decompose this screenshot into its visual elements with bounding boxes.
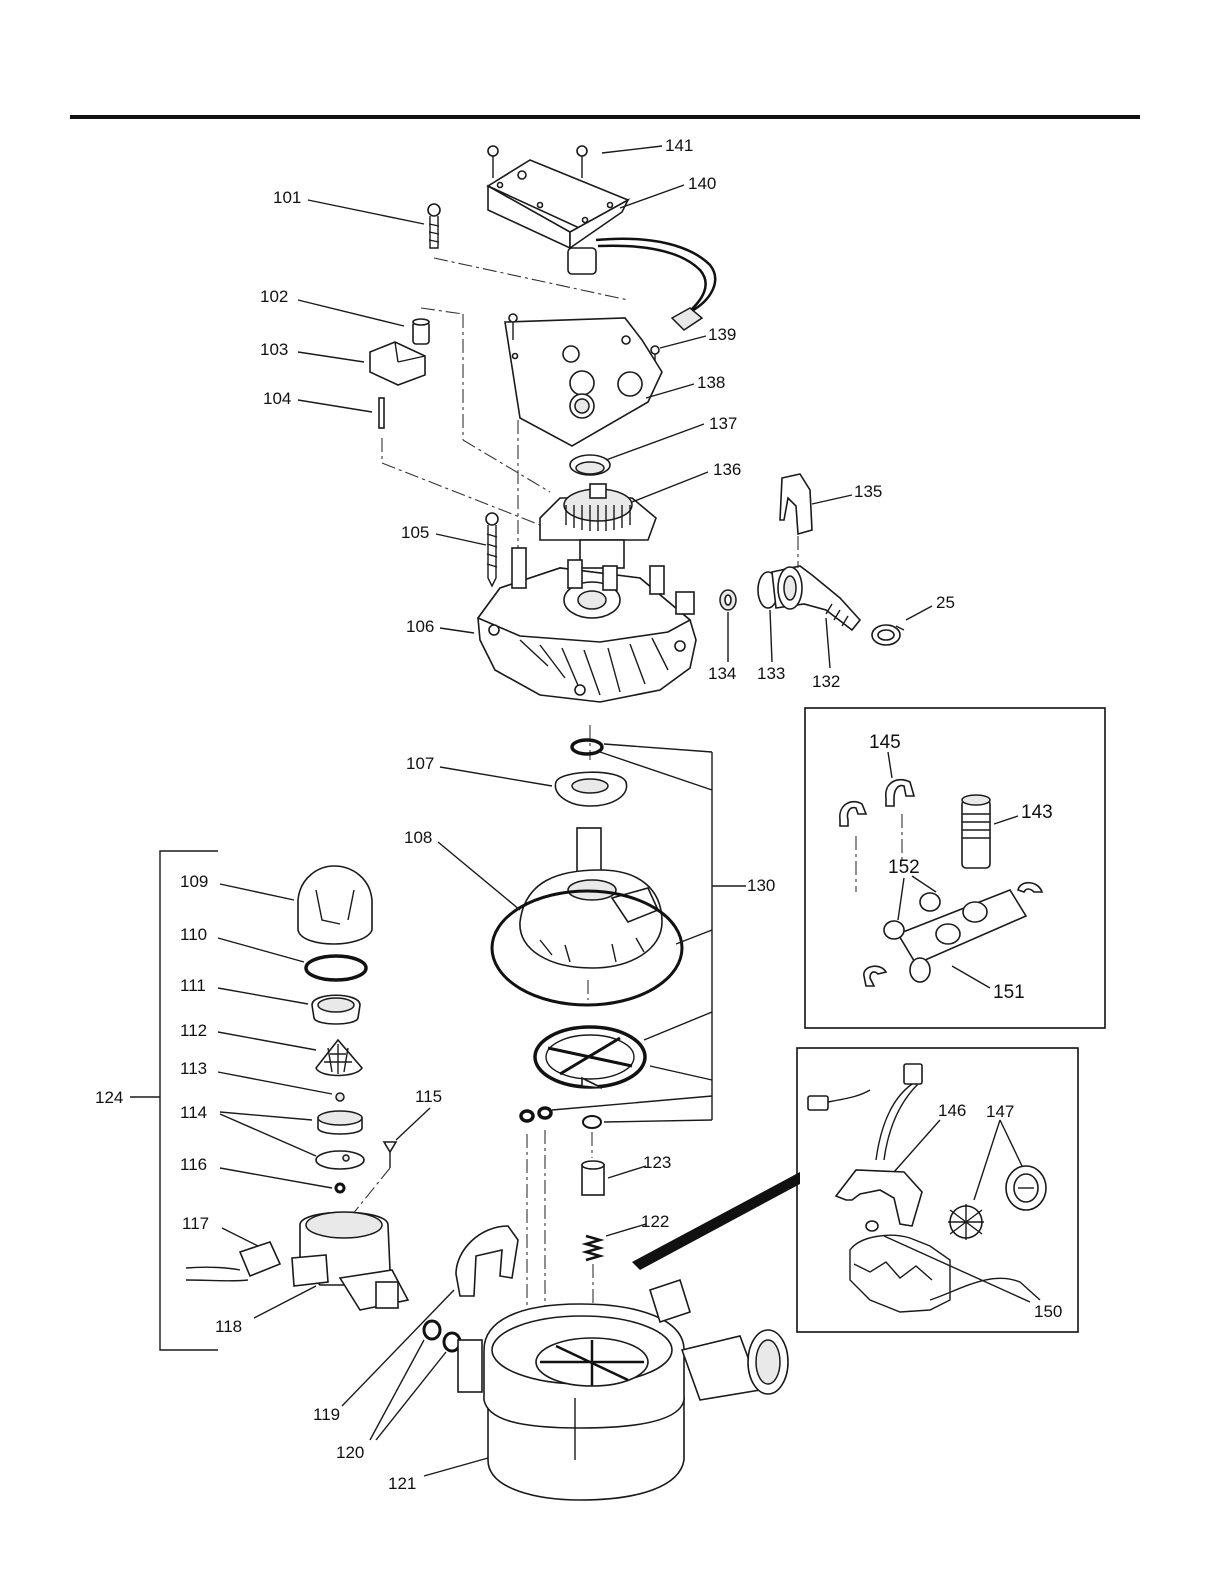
screw-101: [428, 204, 440, 248]
label-143: 143: [1021, 802, 1053, 823]
label-111: 111: [180, 976, 206, 995]
label-147: 147: [986, 1102, 1014, 1121]
label-138: 138: [697, 373, 725, 392]
body-118: [292, 1212, 408, 1310]
label-104: 104: [263, 389, 291, 408]
label-117: 117: [182, 1214, 209, 1233]
label-120: 120: [336, 1443, 364, 1462]
valve-outline-inset: [850, 1235, 1040, 1312]
label-145: 145: [869, 732, 901, 753]
clamp-25: [872, 625, 904, 645]
screw-105: [486, 513, 498, 586]
label-110: 110: [180, 925, 207, 944]
clip-135: [780, 474, 812, 534]
disc-114a: [318, 1111, 362, 1134]
connector-139: [651, 308, 702, 362]
orings-pair: [521, 1108, 551, 1121]
label-102: 102: [260, 287, 288, 306]
label-105: 105: [401, 523, 429, 542]
label-139: 139: [708, 325, 736, 344]
label-133: 133: [757, 664, 785, 683]
label-114: 114: [180, 1103, 207, 1122]
seal-107: [555, 772, 626, 806]
label-135: 135: [854, 482, 882, 501]
ring-111: [312, 995, 360, 1024]
screw-115: [384, 1142, 396, 1168]
label-137: 137: [709, 414, 737, 433]
clip-145b: [886, 780, 914, 806]
bushing-102: [413, 319, 429, 344]
label-115: 115: [415, 1087, 442, 1106]
inset-adapter-kit: [805, 708, 1105, 1028]
cap-109: [298, 866, 372, 944]
oring-top: [572, 740, 602, 754]
washer-116: [336, 1184, 344, 1192]
label-136: 136: [713, 460, 741, 479]
label-113: 113: [180, 1059, 207, 1078]
label-107: 107: [406, 754, 434, 773]
label-109: 109: [180, 872, 208, 891]
label-123: 123: [643, 1153, 671, 1172]
washer-113: [336, 1093, 344, 1101]
pin-104: [379, 398, 384, 428]
screw-141a: [488, 146, 498, 178]
orings-120: [424, 1321, 460, 1351]
label-140: 140: [688, 174, 716, 193]
spring-122: [586, 1236, 600, 1260]
washer-134: [720, 590, 736, 610]
label-152: 152: [888, 857, 920, 878]
plate-138: [505, 318, 662, 446]
label-134: 134: [708, 664, 736, 683]
spacer-123: [582, 1161, 604, 1195]
motor-140: [488, 160, 715, 316]
seal-137: [570, 455, 610, 475]
label-132: 132: [812, 672, 840, 691]
clip-lower-left: [864, 966, 886, 986]
label-118: 118: [215, 1317, 242, 1336]
washer-150: [866, 1221, 878, 1231]
label-116: 116: [180, 1155, 207, 1174]
label-106: 106: [406, 617, 434, 636]
label-146: 146: [938, 1101, 966, 1120]
clip-145a: [840, 802, 866, 826]
label-151: 151: [993, 982, 1025, 1003]
screen-112: [316, 1040, 362, 1076]
label-119: 119: [313, 1405, 340, 1424]
turbine-147b: [1006, 1166, 1046, 1210]
label-101: 101: [273, 188, 301, 207]
oring-single: [583, 1116, 601, 1128]
label-122: 122: [641, 1212, 669, 1231]
label-141: 141: [665, 136, 693, 155]
disc-114b: [316, 1151, 364, 1169]
oring-110: [306, 956, 366, 980]
seal-disc-130: [535, 1027, 645, 1088]
elbow-132: [772, 566, 860, 630]
holder-146: [836, 1170, 922, 1226]
label-150: 150: [1034, 1302, 1062, 1321]
valve-body-121: [458, 1280, 788, 1500]
label-25: 25: [936, 593, 955, 612]
label-121: 121: [388, 1474, 416, 1493]
turbine-147a: [948, 1204, 984, 1240]
label-108: 108: [404, 828, 432, 847]
adapter-143: [962, 795, 990, 868]
connector-sensor: [808, 1064, 922, 1160]
label-130: 130: [747, 876, 775, 895]
clip-119: [456, 1226, 518, 1296]
nut-117: [186, 1242, 280, 1281]
label-112: 112: [180, 1021, 207, 1040]
label-103: 103: [260, 340, 288, 359]
switch-103: [370, 342, 425, 385]
housing-106: [478, 548, 696, 702]
screw-141b: [577, 146, 587, 178]
gear-cam-136: [540, 484, 656, 568]
clip-lower-right: [1018, 883, 1042, 892]
label-124: 124: [95, 1088, 123, 1107]
